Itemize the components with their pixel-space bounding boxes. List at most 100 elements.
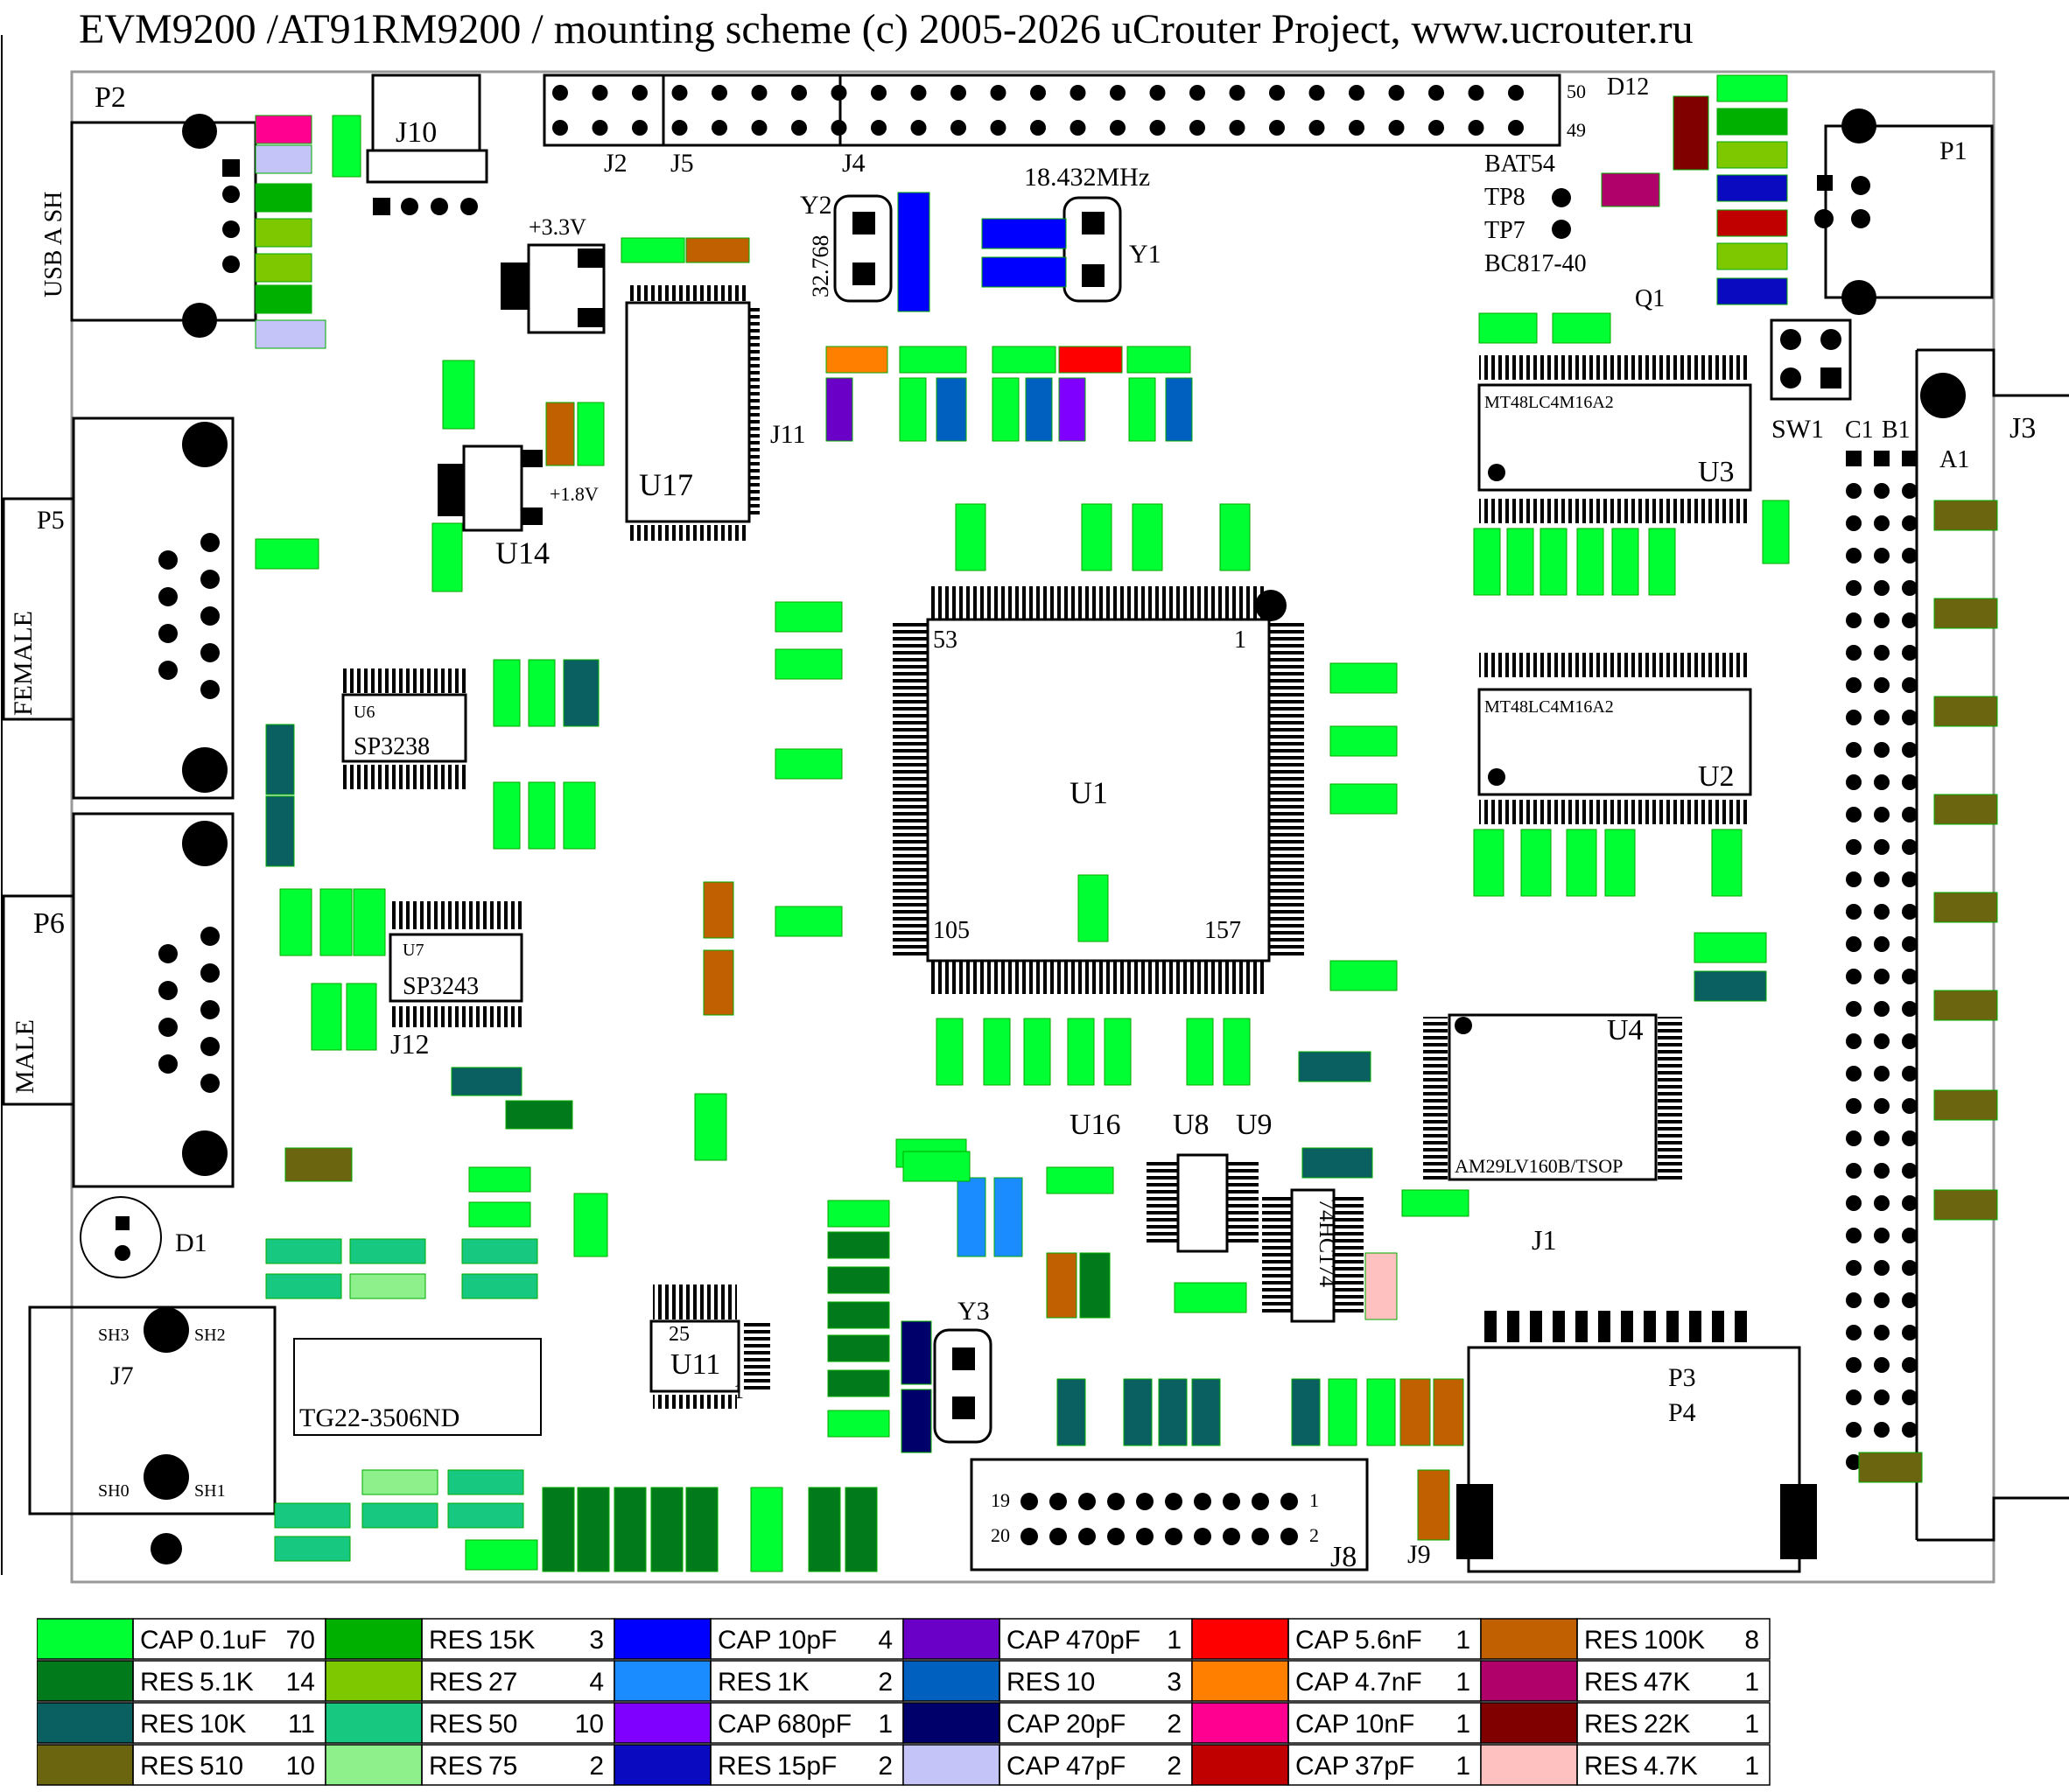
u14-label: U14 [495, 536, 550, 570]
component-res_51k [1079, 1252, 1111, 1319]
component-cap_01uf [442, 360, 475, 430]
component-res_50 [274, 1502, 351, 1529]
j3-pin [1902, 1357, 1918, 1373]
component-cap_01uf [1648, 528, 1676, 596]
j8-label: J8 [1330, 1541, 1357, 1573]
header-pin [1508, 85, 1524, 101]
db9-pin [158, 1054, 178, 1074]
y3-label: Y3 [957, 1297, 990, 1326]
db9-pin [200, 1037, 220, 1056]
component-res_100k [685, 237, 750, 263]
j8-pin1: 1 [1309, 1489, 1319, 1511]
c1-label: C1 [1845, 416, 1874, 444]
card-pin [1712, 1311, 1724, 1342]
card-pin [1484, 1311, 1497, 1342]
legend-value: 5.6nF [1355, 1626, 1422, 1655]
component-res_22k [1673, 95, 1709, 171]
legend-swatch [37, 1702, 134, 1744]
header-pin [671, 85, 688, 101]
legend-count: 3 [1167, 1668, 1182, 1697]
header-pin [1110, 120, 1126, 136]
db9-pin [200, 927, 220, 946]
component-cap_47pf [255, 319, 326, 349]
j8-pin [1107, 1493, 1125, 1510]
component-cap_01uf [311, 983, 342, 1051]
u2-part: MT48LC4M16A2 [1484, 697, 1614, 717]
header-pin [1508, 120, 1524, 136]
u1-chip [893, 586, 1304, 994]
component-res_10 [1165, 377, 1193, 442]
component-res_10 [1025, 377, 1053, 442]
legend-type: CAP [1006, 1710, 1061, 1739]
j3-pin [1874, 774, 1890, 790]
legend-value: 4.7K [1644, 1752, 1698, 1781]
sh0-label: SH0 [98, 1481, 130, 1501]
p6-label: P6 [33, 907, 65, 940]
header-pin [1110, 85, 1126, 101]
j3-pin [1846, 1001, 1862, 1017]
component-cap_10pf [981, 256, 1067, 288]
legend-swatch [325, 1660, 423, 1702]
header-pin [632, 120, 648, 136]
legend-value: 10K [200, 1710, 246, 1739]
header-pin [592, 85, 608, 101]
b1-label: B1 [1882, 416, 1911, 444]
legend-value: 10 [1066, 1668, 1095, 1697]
component-cap_01uf [1478, 312, 1538, 344]
db9-pin [200, 533, 220, 552]
component-res_10k [1158, 1378, 1188, 1446]
component-cap_01uf [1104, 1018, 1132, 1086]
j3-pin [1874, 710, 1890, 725]
legend-type: CAP [1295, 1752, 1350, 1781]
component-cap_01uf [992, 346, 1056, 374]
j3-pin [1902, 1390, 1918, 1405]
legend-cell [1576, 1618, 1771, 1660]
q1-label: Q1 [1635, 285, 1665, 312]
legend-swatch [902, 1660, 1000, 1702]
component-cap_01uf [528, 659, 556, 727]
header-pin [712, 85, 727, 101]
component-cap_01uf [1328, 1378, 1357, 1446]
card-pin [1530, 1311, 1542, 1342]
component-cap_01uf [279, 888, 312, 956]
header-pin [671, 120, 688, 136]
j3-pin [1874, 548, 1890, 564]
legend-count: 1 [1455, 1668, 1470, 1697]
header-j2-j5-j4 [543, 74, 1561, 147]
j8-pin2: 2 [1309, 1524, 1319, 1546]
component-res_51k [827, 1301, 890, 1329]
j3-pin [1902, 515, 1918, 531]
a1-label: A1 [1939, 446, 1969, 473]
legend-value: 1K [777, 1668, 810, 1697]
y3-crystal [933, 1328, 992, 1444]
component-res_100k [545, 402, 575, 466]
component-res_51k [827, 1231, 890, 1259]
header-pin [592, 120, 608, 136]
j3-pin [1846, 969, 1862, 984]
db9-pin [158, 1018, 178, 1037]
legend-value: 15pF [777, 1752, 837, 1781]
j3-pin [1902, 645, 1918, 661]
j3-pin [1874, 1390, 1890, 1405]
j3-pin [1874, 1228, 1890, 1243]
usb-connector [70, 114, 257, 338]
j3-pin [1846, 1033, 1862, 1049]
j3-pin [1874, 904, 1890, 920]
component-res_10k [265, 724, 295, 795]
header-pin [990, 85, 1006, 101]
j3-pin [1874, 872, 1890, 887]
component-res_47k_small [1364, 1252, 1398, 1320]
j3-pin [1902, 451, 1918, 466]
j3-pin [1902, 936, 1918, 952]
legend-value: 680pF [777, 1710, 852, 1739]
component-cap_01uf [827, 1410, 890, 1438]
component-cap_01uf [353, 888, 386, 956]
j3-pin [1874, 839, 1890, 855]
u4-part: AM29LV160B/TSOP [1455, 1155, 1623, 1177]
component-res_27 [255, 218, 312, 248]
j3-pin [1902, 1195, 1918, 1211]
component-res_100k [703, 881, 734, 939]
j3-pin [1874, 1357, 1890, 1373]
component-cap_01uf [1611, 528, 1639, 596]
j3-pin [1902, 1130, 1918, 1146]
